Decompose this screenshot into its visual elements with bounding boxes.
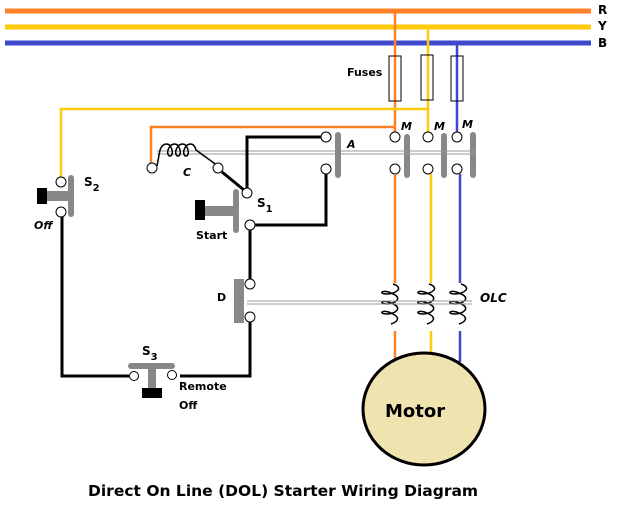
m-label-y: M [434,120,445,133]
fuse-r [388,55,402,102]
a-label: A [346,138,356,151]
s3-caption-line1: Remote [179,380,227,393]
d-terminal-top [244,278,256,290]
coil-terminal-left [146,162,158,174]
m-terminal-b-bot [451,163,463,175]
coil-label: C [183,166,191,179]
s3-to-s2-wire [60,217,129,378]
supply-label-r: R [598,3,607,17]
s3-remote-off-button[interactable] [128,363,177,398]
d-terminal-bot [244,311,256,323]
s3-terminal-left [129,371,139,381]
diagram-title: Direct On Line (DOL) Starter Wiring Diag… [88,482,478,500]
s2-knob [37,188,47,204]
s3-terminal-right [167,370,177,380]
coil-to-s1-wire [221,170,245,192]
d-to-s3-wire [180,322,252,378]
supply-label-y: Y [597,19,607,33]
s1-knob [195,200,205,220]
olc-label: OLC [480,291,507,305]
s1-symbol: S1 [257,196,273,215]
motor [361,351,487,467]
s3-symbol: S3 [142,344,158,363]
motor-label: Motor [385,401,445,422]
s2-plunger [47,191,71,201]
s2-terminal-bot [55,206,67,218]
s3-caption-line2: Off [179,399,197,412]
m-terminal-r-bot [389,163,401,175]
m-terminal-b-top [451,131,463,143]
a-terminal-bot [320,163,332,175]
s1-to-a-wire [245,135,323,188]
olc-coil-b [449,283,468,325]
s2-terminal-top [55,176,67,188]
fuse-y [420,54,434,101]
m-terminal-y-bot [422,163,434,175]
s1-terminal-top [241,187,253,199]
fuses-label: Fuses [347,66,383,79]
a-terminal-top [320,131,332,143]
contactor-coil [156,143,219,167]
s2-symbol: S2 [84,175,100,194]
a-to-s1-bottom-wire [250,173,328,227]
s3-plunger [148,366,156,388]
control-wire-yellow [59,107,428,180]
m-label-r: M [401,120,412,133]
m-label-b: M [462,118,473,131]
s1-terminal-bot [244,219,256,231]
s1-start-button[interactable] [195,187,256,233]
m-terminal-r-top [389,131,401,143]
supply-label-b: B [598,36,607,50]
s2-caption: Off [34,219,54,232]
s1-plunger [205,206,236,216]
olc-coil-r [381,283,400,325]
m-terminal-y-top [422,131,434,143]
d-contact [234,279,244,323]
s1-caption: Start [196,229,227,242]
s2-off-button[interactable] [37,175,74,218]
control-wire-orange [149,125,395,166]
olc-coil-y [417,283,436,325]
fuse-b [450,55,464,102]
d-label: D [217,291,226,304]
coil-terminal-right [212,162,224,174]
s3-knob [142,388,162,398]
